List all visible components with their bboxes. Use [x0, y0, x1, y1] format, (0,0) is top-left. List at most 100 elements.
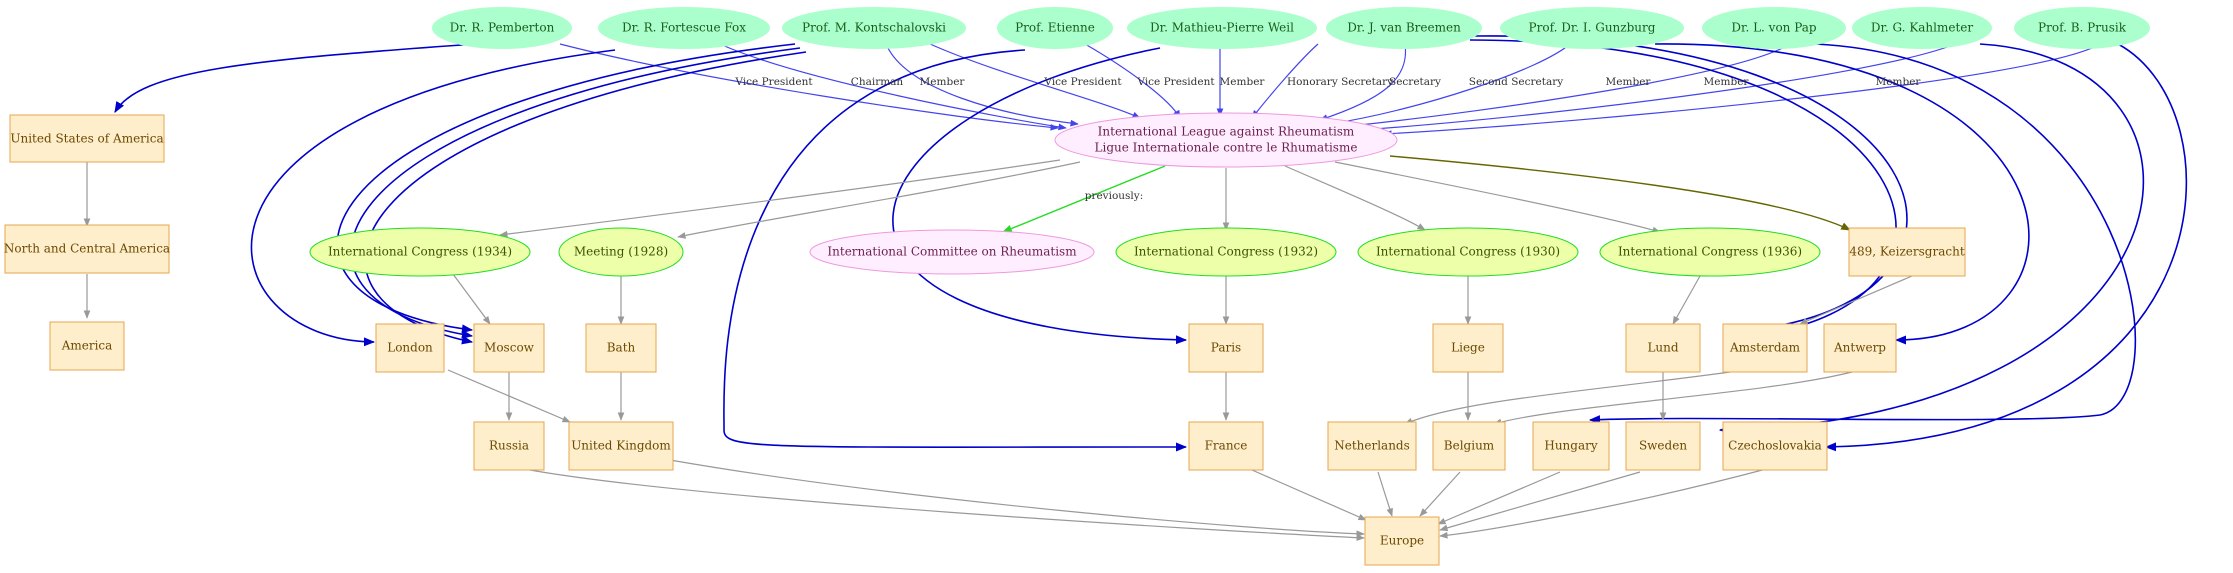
- edge-label: Vice President: [1043, 76, 1122, 88]
- place-node-bath[interactable]: Bath: [585, 323, 657, 373]
- svg-text:Lund: Lund: [1647, 341, 1678, 355]
- edge-pap-hungary: [1588, 43, 2137, 425]
- edge-fox-league: [719, 43, 1067, 131]
- svg-text:489, Keizersgracht: 489, Keizersgracht: [1849, 245, 1964, 259]
- svg-text:Paris: Paris: [1211, 341, 1241, 355]
- place-node-north-central-america[interactable]: North and Central America: [4, 224, 170, 274]
- edge-breemen-league-secretary: [1319, 43, 1407, 121]
- place-node-usa[interactable]: United States of America: [9, 114, 165, 163]
- edge-league-m1928: [677, 161, 1081, 239]
- place-node-czechoslovakia[interactable]: Czechoslovakia: [1722, 421, 1828, 471]
- place-nodes: United States of America North and Centr…: [4, 114, 1966, 566]
- place-node-london[interactable]: London: [375, 323, 445, 373]
- edge-kontschalovski-moscow-2: [350, 47, 801, 339]
- edge-amsterdam-netherlands: [1404, 371, 1731, 425]
- edge-gunzburg-antwerp: [1654, 43, 2030, 345]
- edge-kontschalovski-league-vp: [929, 43, 1141, 119]
- edge-czechoslovakia-europe: [1439, 467, 1771, 539]
- svg-text:Prof. M. Kontschalovski: Prof. M. Kontschalovski: [802, 21, 946, 35]
- place-node-sweden[interactable]: Sweden: [1625, 421, 1701, 471]
- svg-text:Amsterdam: Amsterdam: [1729, 341, 1801, 355]
- edge-label: Member: [1220, 76, 1266, 88]
- event-nodes: International Congress (1934) Meeting (1…: [309, 227, 1821, 277]
- place-node-antwerp[interactable]: Antwerp: [1823, 323, 1897, 373]
- svg-text:Sweden: Sweden: [1639, 439, 1687, 453]
- place-node-paris[interactable]: Paris: [1188, 323, 1264, 373]
- organization-node-league[interactable]: International League against Rheumatism …: [1054, 112, 1398, 168]
- edge-kontschalovski-moscow-3: [364, 51, 807, 345]
- person-node-pemberton[interactable]: Dr. R. Pemberton: [432, 7, 572, 49]
- place-node-france[interactable]: France: [1188, 421, 1264, 471]
- svg-text:Dr. G. Kahlmeter: Dr. G. Kahlmeter: [1871, 21, 1974, 35]
- svg-text:Dr. R. Fortescue Fox: Dr. R. Fortescue Fox: [622, 21, 746, 35]
- event-node-congress-1932[interactable]: International Congress (1932): [1115, 227, 1337, 277]
- place-node-moscow[interactable]: Moscow: [473, 323, 545, 373]
- place-node-belgium[interactable]: Belgium: [1432, 421, 1506, 471]
- svg-text:Ligue Internationale contre le: Ligue Internationale contre le Rhumatism…: [1095, 141, 1358, 155]
- svg-text:Belgium: Belgium: [1444, 439, 1495, 453]
- predecessor-node-committee[interactable]: International Committee on Rheumatism: [809, 229, 1095, 275]
- person-node-prusik[interactable]: Prof. B. Prusik: [2014, 7, 2150, 49]
- svg-text:London: London: [387, 341, 433, 355]
- place-node-america[interactable]: America: [49, 321, 125, 371]
- svg-text:Hungary: Hungary: [1544, 439, 1597, 453]
- edge-breemen-amsterdam-2: [1469, 39, 1897, 340]
- edge-breemen-league-honorary: [1251, 43, 1319, 119]
- event-node-meeting-1928[interactable]: Meeting (1928): [558, 227, 684, 277]
- edge-france-europe: [1251, 469, 1367, 521]
- person-node-fox[interactable]: Dr. R. Fortescue Fox: [598, 7, 770, 49]
- svg-text:International Congress (1930): International Congress (1930): [1376, 245, 1560, 259]
- place-node-keizersgracht[interactable]: 489, Keizersgracht: [1848, 227, 1966, 277]
- edge-fox-london: [250, 49, 616, 347]
- edge-netherlands-europe: [1377, 471, 1393, 517]
- place-node-liege[interactable]: Liege: [1432, 323, 1504, 373]
- place-node-lund[interactable]: Lund: [1625, 323, 1701, 373]
- edge-etienne-league: [1084, 43, 1181, 119]
- svg-text:International Congress (1934): International Congress (1934): [328, 245, 512, 259]
- edge-pemberton-usa: [114, 43, 476, 113]
- person-node-kahlmeter[interactable]: Dr. G. Kahlmeter: [1852, 7, 1992, 49]
- place-node-europe[interactable]: Europe: [1364, 516, 1440, 566]
- svg-text:Dr. J. van Breemen: Dr. J. van Breemen: [1347, 21, 1461, 35]
- edge-breemen-amsterdam-1: [1474, 35, 1908, 334]
- svg-text:Dr. L. von Pap: Dr. L. von Pap: [1731, 21, 1817, 35]
- svg-text:International Committee on Rhe: International Committee on Rheumatism: [827, 245, 1077, 259]
- edge-label: Vice President: [734, 76, 813, 88]
- person-node-gunzburg[interactable]: Prof. Dr. I. Gunzburg: [1500, 7, 1684, 49]
- place-node-netherlands[interactable]: Netherlands: [1327, 421, 1417, 471]
- person-node-kontschalovski[interactable]: Prof. M. Kontschalovski: [782, 7, 966, 49]
- person-node-etienne[interactable]: Prof. Etienne: [997, 7, 1113, 49]
- edge-antwerp-belgium: [1493, 371, 1853, 426]
- edge-league-keizersgracht: [1389, 155, 1851, 231]
- edge-kahlmeter-league: [1359, 43, 1956, 133]
- edge-label: Second Secretary: [1469, 76, 1563, 88]
- edge-league-ic1934: [499, 159, 1061, 238]
- edge-russia-europe: [529, 469, 1365, 541]
- edge-ic1936-lund: [1672, 275, 1701, 325]
- place-node-united-kingdom[interactable]: United Kingdom: [568, 421, 674, 471]
- edge-kahlmeter-sweden: [1718, 43, 2145, 435]
- edge-label: Secretary: [1389, 76, 1441, 88]
- place-node-amsterdam[interactable]: Amsterdam: [1722, 323, 1808, 373]
- svg-text:North and Central America: North and Central America: [4, 242, 170, 256]
- edge-labels-layer: Vice President Chairman Member Vice Pres…: [734, 76, 1921, 202]
- edge-kontschalovski-league-member: [887, 47, 1079, 127]
- event-node-congress-1934[interactable]: International Congress (1934): [309, 227, 531, 277]
- edge-belgium-europe: [1419, 471, 1461, 517]
- svg-text:Liege: Liege: [1451, 341, 1485, 355]
- person-node-pap[interactable]: Dr. L. von Pap: [1702, 7, 1846, 49]
- event-node-congress-1936[interactable]: International Congress (1936): [1599, 227, 1821, 277]
- event-node-congress-1930[interactable]: International Congress (1930): [1357, 227, 1579, 277]
- person-node-weil[interactable]: Dr. Mathieu-Pierre Weil: [1127, 7, 1317, 49]
- edge-pemberton-league: [559, 43, 1059, 131]
- place-node-hungary[interactable]: Hungary: [1532, 421, 1610, 471]
- edge-etienne-france: [723, 49, 1188, 452]
- edge-kontschalovski-moscow-1: [336, 43, 796, 334]
- svg-text:America: America: [61, 339, 113, 353]
- place-node-russia[interactable]: Russia: [473, 421, 545, 471]
- person-node-breemen[interactable]: Dr. J. van Breemen: [1326, 7, 1482, 49]
- svg-text:Dr. R. Pemberton: Dr. R. Pemberton: [450, 21, 555, 35]
- svg-text:United Kingdom: United Kingdom: [571, 439, 671, 453]
- svg-text:Dr. Mathieu-Pierre Weil: Dr. Mathieu-Pierre Weil: [1150, 21, 1294, 35]
